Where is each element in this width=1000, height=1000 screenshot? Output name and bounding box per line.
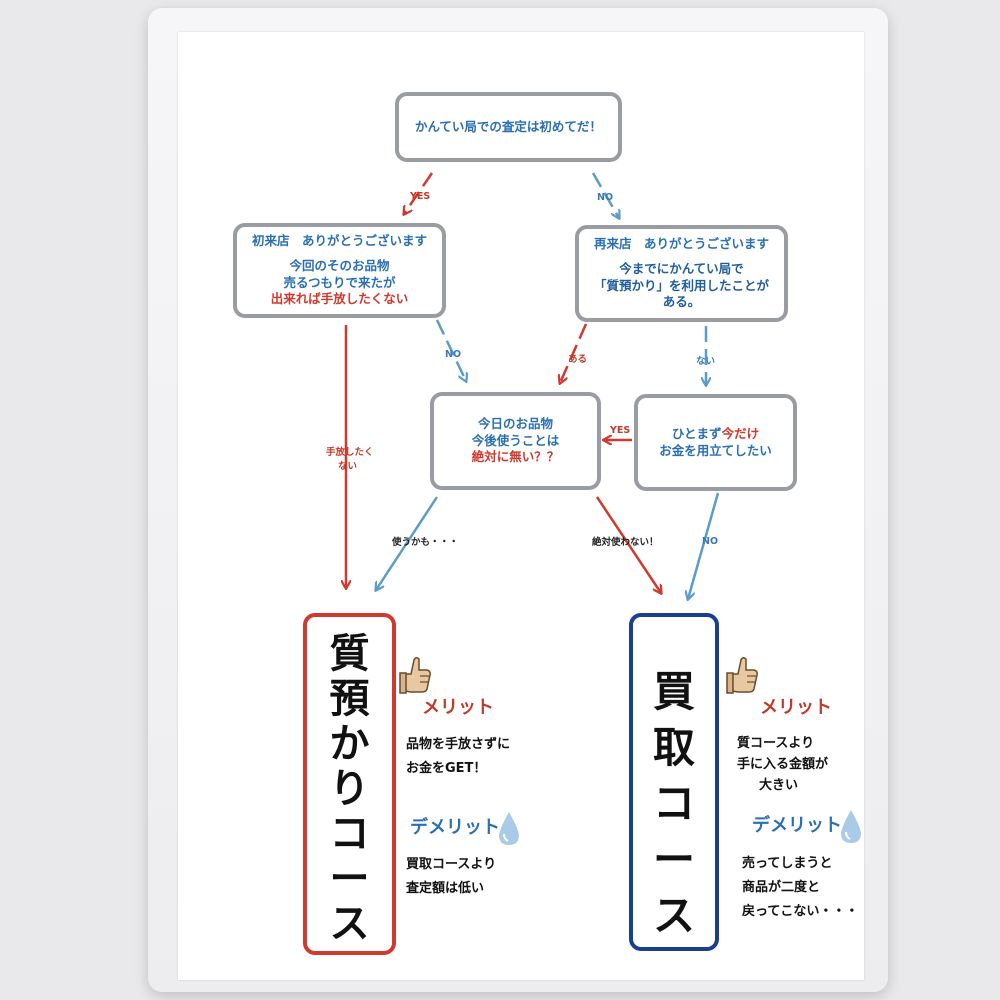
buy-course-char-4: ー: [652, 835, 695, 884]
repeat-visit-line-2: 「質預かり」を利用したことが: [593, 277, 769, 293]
first-visit-line-2: 売るつもりで来たが: [283, 274, 396, 290]
pawn-course-char-3: か: [329, 721, 370, 767]
temporary-prefix: ひとまず: [671, 425, 722, 441]
pawn-course-char-2: 預: [329, 676, 370, 722]
pawn-demerit-line-2: 査定額は低い: [406, 881, 485, 897]
label-dont-want-1: 手放したく: [326, 447, 374, 458]
question-first-time-text: かんてい局での査定は初めてだ！: [415, 118, 602, 134]
buy-course-char-5: ス: [652, 891, 695, 940]
arrow-yes-first: [404, 172, 434, 214]
first-visit-title: 初来店 ありがとうございます: [251, 232, 427, 248]
pawn-course-char-6: ー: [329, 856, 370, 902]
repeat-visit-line-1: 今までにかんてい局で: [619, 260, 744, 276]
pawn-course-box: 質 預 か り コ ー ス: [303, 613, 396, 955]
water-drop-icon: [499, 812, 519, 845]
pawn-merit-line-2: お金をGET！: [406, 761, 487, 777]
label-yes-first: YES: [410, 191, 431, 202]
label-maybe-use: 使うかも・・・: [392, 537, 459, 548]
temporary-emphasis: 今だけ: [721, 425, 760, 441]
question-temporary-money-line-1: ひとまず今だけ: [672, 426, 759, 443]
pawn-demerit-text: 買取コースより 査定額は低い: [406, 853, 496, 901]
flowchart-sheet: [178, 32, 864, 980]
pawn-course-char-5: コ: [329, 811, 370, 857]
label-yes-temp: YES: [610, 425, 631, 436]
arrow-first-no: [435, 319, 466, 381]
thumbs-up-icon: [399, 656, 431, 694]
pawn-merit-title: メリット: [422, 697, 494, 718]
buy-demerit-line-1: 売ってしまうと: [742, 856, 833, 871]
buy-merit-line-3: 大きい: [759, 777, 799, 793]
pawn-demerit-line-1: 買取コースより: [406, 857, 497, 872]
question-use-again-line-1: 今日のお品物: [477, 415, 553, 431]
buy-demerit-title: デメリット: [752, 815, 842, 836]
pawn-course-char-4: り: [329, 766, 370, 812]
buy-merit-text: 質コースより 手に入る金額が 大きい: [737, 734, 828, 796]
label-aru: ある: [568, 354, 588, 365]
buy-course-char-2: 取: [652, 723, 695, 772]
pawn-course-char-1: 質: [329, 631, 370, 677]
arrow-no-repeat: [591, 172, 619, 218]
buy-course-box: 買 取 コ ー ス: [629, 613, 719, 951]
label-first-no: NO: [445, 349, 462, 360]
question-temporary-money: ひとまず今だけ お金を用立てしたい: [634, 394, 797, 491]
label-nai: ない: [696, 356, 716, 367]
buy-merit-line-2: 手に入る金額が: [737, 756, 829, 772]
repeat-visit-box: 再来店 ありがとうございます 今までにかんてい局で 「質預かり」を利用したことが…: [575, 225, 788, 322]
arrow-temp-no: [688, 492, 720, 599]
question-use-again-line-3: 絶対に無い？？: [471, 449, 560, 465]
first-visit-line-3: 出来れば手放したくない: [270, 291, 409, 307]
question-use-again: 今日のお品物 今後使うことは 絶対に無い？？: [430, 392, 601, 490]
first-visit-box: 初来店 ありがとうございます 今回のそのお品物 売るつもりで来たが 出来れば手放…: [233, 223, 446, 318]
question-temporary-money-line-2: お金を用立てしたい: [659, 442, 772, 458]
pawn-course-char-7: ス: [329, 901, 370, 947]
label-dont-want-2: ない: [338, 461, 358, 472]
pawn-merit-text: 品物を手放さずに お金をGET！: [406, 733, 510, 781]
question-use-again-line-2: 今後使うことは: [471, 432, 560, 448]
buy-demerit-line-2: 商品が二度と: [742, 880, 821, 896]
buy-course-char-1: 買: [652, 667, 695, 716]
pawn-merit-line-1: 品物を手放さずに: [406, 737, 511, 752]
first-visit-line-1: 今回のそのお品物: [289, 257, 390, 273]
thumbs-up-icon: [726, 656, 758, 694]
pawn-demerit-title: デメリット: [410, 817, 500, 838]
repeat-visit-title: 再来店 ありがとうございます: [593, 235, 769, 251]
buy-course-char-3: コ: [652, 779, 695, 828]
repeat-visit-line-3: ある。: [662, 294, 701, 310]
arrow-maybe-use: [376, 496, 439, 590]
arrow-never-use: [595, 496, 661, 593]
arrow-repeat-aru: [560, 323, 588, 383]
water-drop-icon: [841, 810, 861, 843]
label-no-temp: NO: [702, 536, 719, 547]
question-first-time: かんてい局での査定は初めてだ！: [395, 92, 622, 162]
label-no-repeat: NO: [597, 192, 614, 203]
buy-demerit-text: 売ってしまうと 商品が二度と 戻ってこない・・・: [742, 852, 858, 924]
buy-merit-title: メリット: [760, 697, 832, 718]
buy-demerit-line-3: 戻ってこない・・・: [742, 904, 859, 920]
label-never-use: 絶対使わない！: [592, 537, 659, 548]
buy-merit-line-1: 質コースより: [737, 736, 815, 751]
